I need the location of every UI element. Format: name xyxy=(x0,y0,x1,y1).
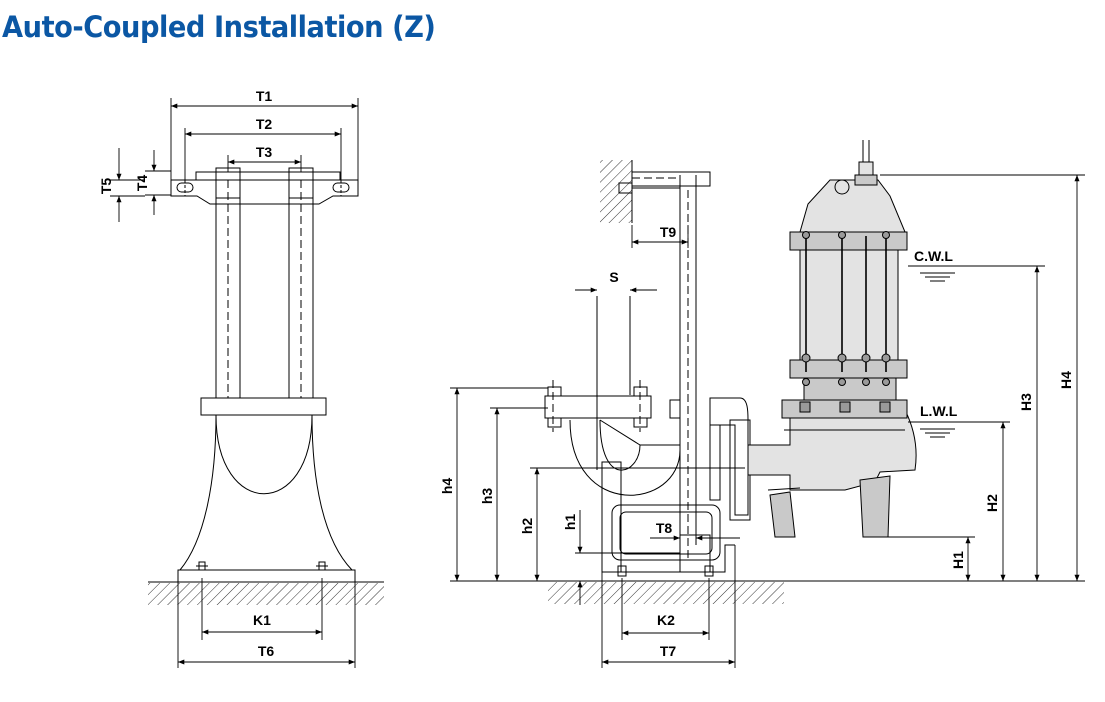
label-H3: H3 xyxy=(1018,393,1034,411)
wall-hatch xyxy=(600,160,632,223)
label-H1: H1 xyxy=(950,551,966,569)
label-T6: T6 xyxy=(258,643,275,659)
label-h1: h1 xyxy=(562,514,578,531)
label-cwl: C.W.L xyxy=(914,248,953,264)
label-T9: T9 xyxy=(660,224,677,240)
label-T8: T8 xyxy=(656,520,673,536)
label-h4: h4 xyxy=(439,478,455,495)
label-T3: T3 xyxy=(256,144,273,160)
label-h3: h3 xyxy=(479,488,495,505)
label-H2: H2 xyxy=(984,494,1000,512)
label-T4: T4 xyxy=(134,175,150,192)
label-h2: h2 xyxy=(519,518,535,535)
label-K2: K2 xyxy=(657,612,675,628)
label-T2: T2 xyxy=(256,116,273,132)
side-view: T9 S T8 h4 h3 h2 h1 K2 T7 xyxy=(439,140,1085,668)
label-T1: T1 xyxy=(256,88,273,104)
label-lwl: L.W.L xyxy=(920,403,958,419)
label-K1: K1 xyxy=(253,612,271,628)
page-title: Auto-Coupled Installation (Z) xyxy=(2,10,436,44)
label-T7: T7 xyxy=(660,643,677,659)
ground-hatch-right xyxy=(548,582,784,604)
label-H4: H4 xyxy=(1058,371,1074,389)
label-S: S xyxy=(609,269,618,285)
label-T5: T5 xyxy=(98,178,114,195)
front-view: T1 T2 T3 T4 T5 K1 T6 xyxy=(98,88,384,668)
ground-hatch-left xyxy=(148,583,384,605)
